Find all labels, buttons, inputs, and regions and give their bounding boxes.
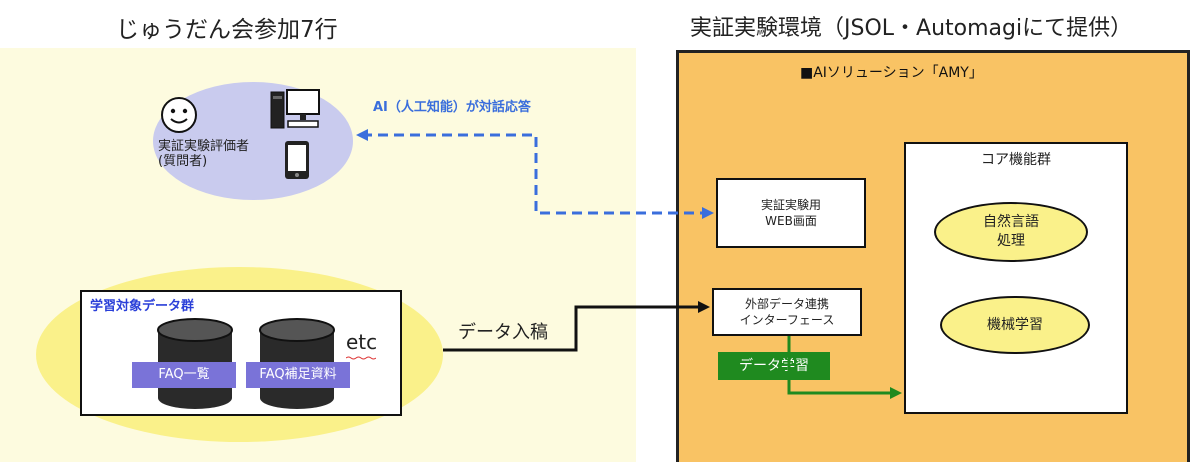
blue-arrowhead-left	[356, 129, 368, 141]
data-learning-arrow	[787, 336, 892, 395]
ai-dialog-arrow	[362, 133, 706, 215]
data-learning-label: データ学習	[718, 352, 830, 380]
interface-box-line1: 外部データ連携	[744, 297, 829, 311]
nlp-line1: 自然言語	[983, 214, 1039, 230]
interface-box: 外部データ連携 インターフェース	[712, 288, 862, 336]
data-input-arrow	[443, 305, 700, 352]
participants-title: じゅうだん会参加7行	[116, 17, 338, 43]
ml-label: 機械学習	[987, 316, 1043, 333]
evaluator-line2: (質問者)	[158, 154, 208, 169]
green-arrowhead	[890, 387, 902, 399]
web-box-line1: 実証実験用	[760, 198, 821, 212]
etc-label: etc	[346, 330, 378, 354]
ai-dialog-label: AI（人工知能）が対話応答	[373, 100, 531, 115]
evaluator-line1: 実証実験評価者	[158, 139, 250, 154]
faq-supplement-label: FAQ補足資料	[246, 362, 350, 388]
faq-list-label: FAQ一覧	[132, 362, 236, 388]
blue-arrowhead-right	[702, 207, 714, 219]
interface-box-line2: インターフェース	[739, 313, 835, 327]
desktop-computer-icon	[270, 89, 320, 129]
web-screen-box: 実証実験用 WEB画面	[716, 178, 866, 248]
black-arrowhead	[698, 301, 710, 313]
nlp-oval: 自然言語 処理	[934, 202, 1088, 262]
nlp-line2: 処理	[997, 233, 1025, 249]
data-group-box	[80, 290, 402, 416]
etc-squiggle	[346, 356, 376, 360]
web-box-line2: WEB画面	[765, 214, 817, 228]
data-input-label: データ入稿	[458, 322, 548, 343]
environment-title: 実証実験環境（JSOL・Automagiにて提供）	[690, 16, 1133, 41]
data-group-title: 学習対象データ群	[90, 299, 195, 314]
core-functions-title: コア機能群	[981, 152, 1051, 168]
amy-label: ■AIソリューション「AMY」	[800, 65, 983, 81]
smiley-face-icon	[161, 97, 197, 133]
ml-oval: 機械学習	[940, 296, 1090, 354]
smartphone-icon	[285, 141, 309, 179]
evaluator-label: 実証実験評価者 (質問者)	[158, 139, 249, 169]
core-functions-box	[904, 142, 1128, 414]
